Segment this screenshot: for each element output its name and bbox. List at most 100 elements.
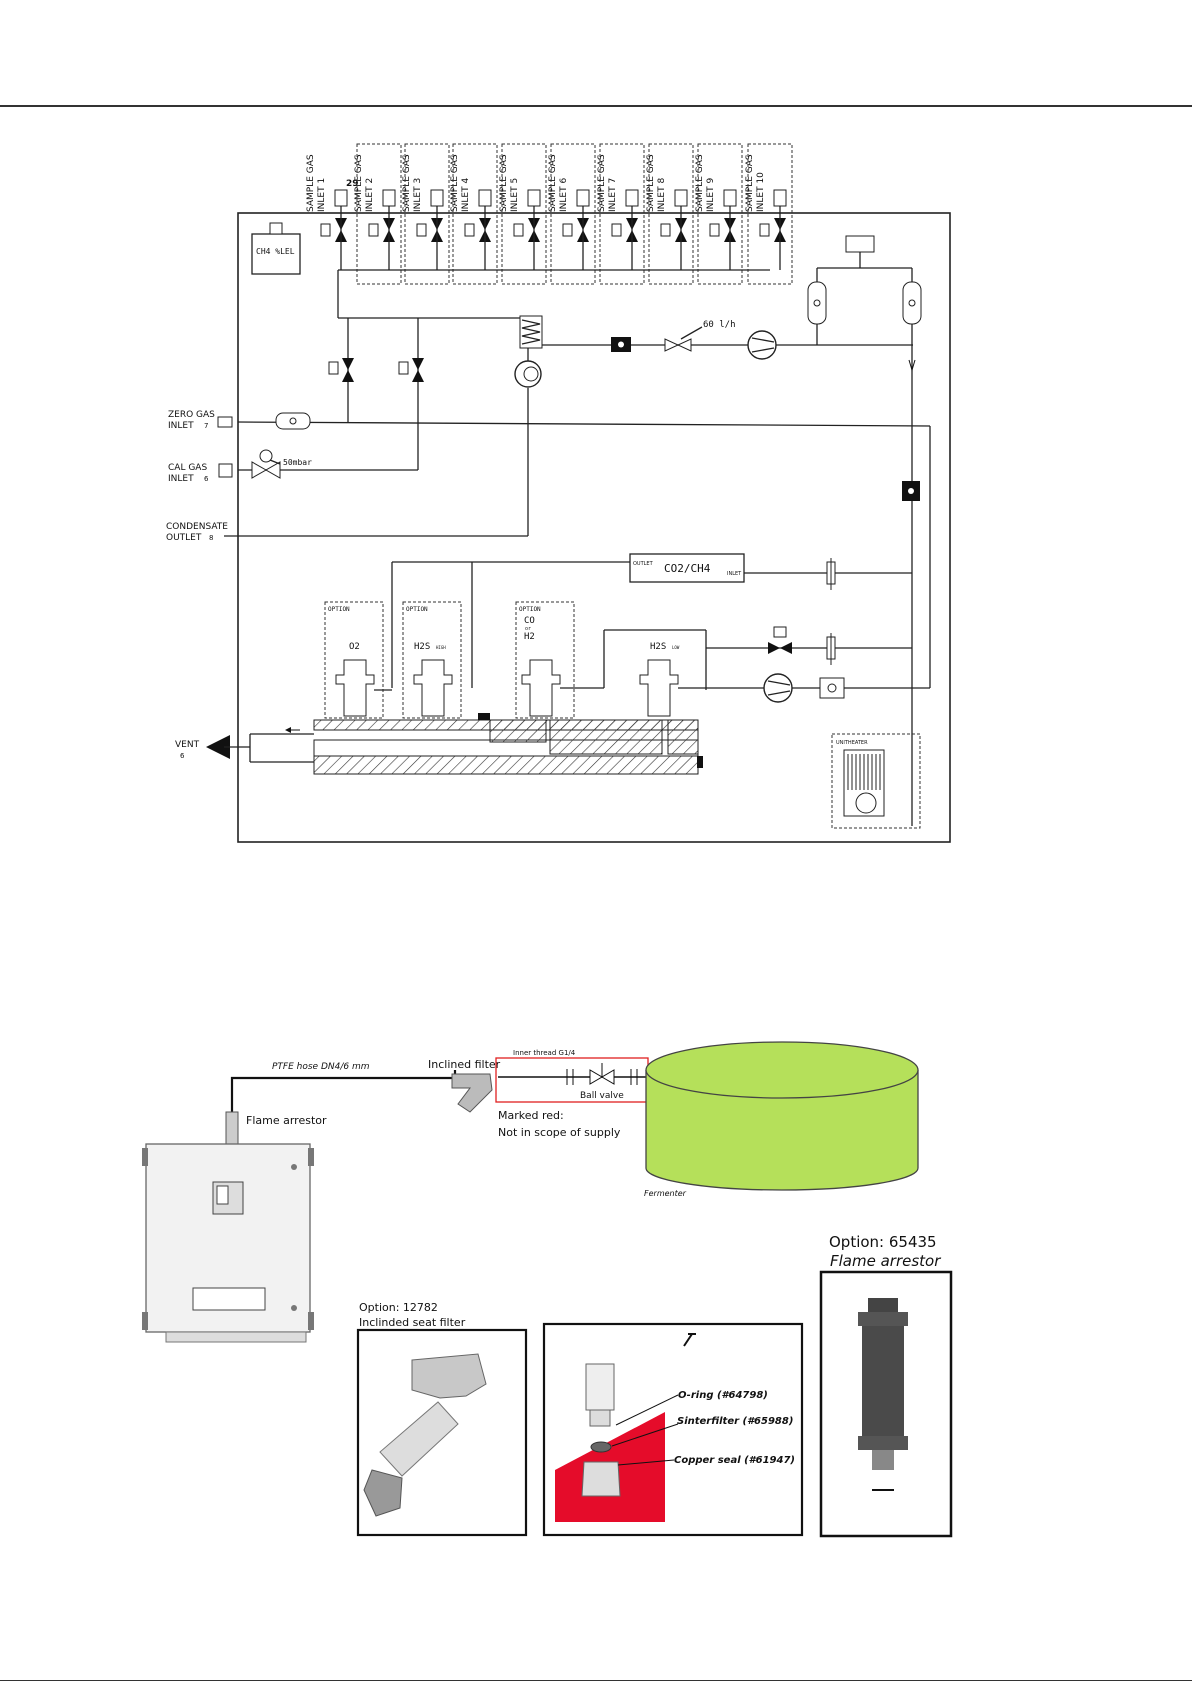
svg-text:LOW: LOW — [672, 645, 680, 650]
inlet-1-label-line-2: INLET 1 — [317, 178, 327, 212]
filter-right — [902, 281, 922, 325]
inlet-10-label-line-2: INLET 10 — [756, 172, 766, 212]
cabinet-window — [192, 1287, 266, 1311]
co2-ch4-analyzer — [629, 553, 745, 583]
solenoid-valve-cal — [398, 318, 424, 470]
inlet-6-label-line-2: INLET 6 — [559, 178, 569, 212]
option-arrestor-number: Option: 65435 — [829, 1233, 937, 1251]
svg-text:or: or — [525, 626, 531, 632]
condensate-pump — [514, 360, 542, 388]
gas-cooler — [519, 315, 543, 349]
copper-seal-label: Copper seal (#61947) — [674, 1455, 795, 1466]
inlet-2-label-line-1: SAMPLE GAS — [354, 154, 364, 212]
ptfe-hose — [230, 1070, 457, 1112]
inner-thread-label: Inner thread G1/4 — [513, 1049, 576, 1057]
fermenter — [645, 1041, 919, 1191]
cal-gas-label-2: INLET — [168, 474, 194, 484]
hose-label: PTFE hose DN4/6 mm — [272, 1062, 370, 1072]
inlet-3-label-line-2: INLET 3 — [413, 178, 423, 212]
sensor-h2s-low: H2S LOW — [639, 642, 706, 717]
inlet-5-label-line-1: SAMPLE GAS — [499, 154, 509, 212]
inlet-10-box — [747, 143, 793, 285]
flow-rate-label: 60 l/h — [703, 320, 736, 330]
zero-gas-number: 7 — [204, 422, 208, 430]
condensate-label-2: OUTLET — [166, 533, 202, 543]
inlet-8-label-line-2: INLET 8 — [657, 178, 667, 212]
sample-pump — [747, 330, 777, 360]
vent-number: 6 — [180, 752, 185, 760]
cal-gas-label-1: CAL GAS — [168, 463, 207, 473]
sensor-pump — [763, 673, 793, 703]
check-valve — [819, 677, 845, 699]
solenoid-valve-h2s — [768, 642, 792, 654]
not-in-scope-box — [495, 1057, 649, 1103]
inlet-10-label-line-1: SAMPLE GAS — [745, 154, 755, 212]
vent-label: VENT — [175, 740, 200, 750]
unit-heater-label: UNITHEATER — [836, 740, 868, 746]
needle-valve — [664, 338, 692, 352]
inlet-4-box — [452, 143, 498, 285]
header-rule — [0, 105, 1192, 107]
inlet-7-box — [599, 143, 645, 285]
footer-rule — [0, 1680, 1192, 1681]
inlet-7-label-line-1: SAMPLE GAS — [597, 154, 607, 212]
ch4-lel-label: CH4 %LEL — [256, 247, 295, 256]
sensor-h2s-high-label: H2S — [414, 642, 430, 652]
zero-gas-filter — [275, 412, 311, 430]
sensor-o2-label: O2 — [349, 642, 360, 652]
unit-heater — [831, 733, 921, 829]
condensate-number: 8 — [209, 534, 213, 542]
option-filter-name: Inclinded seat filter — [359, 1316, 466, 1329]
inlet-8-label-line-1: SAMPLE GAS — [646, 154, 656, 212]
marked-red-label: Marked red: — [498, 1109, 564, 1122]
inlet-9-box — [697, 143, 743, 285]
analyzer-outlet-label: OUTLET — [633, 561, 654, 567]
inlet-9-label-line-2: INLET 9 — [706, 178, 716, 212]
sensor-h2s-high: OPTION H2S HIGH — [402, 601, 462, 719]
svg-text:HIGH: HIGH — [436, 645, 446, 650]
sinterfilter-label: Sinterfilter (#65988) — [677, 1416, 793, 1427]
inclined-filter-part — [451, 1073, 493, 1113]
filter-left — [807, 281, 827, 325]
inlet-9-label-line-1: SAMPLE GAS — [695, 154, 705, 212]
inlet-1-label-line-1: SAMPLE GAS — [306, 154, 316, 212]
filter-body — [411, 1353, 487, 1399]
sensor-co-h2: OPTION CO or H2 — [515, 601, 604, 719]
installation-diagram: PTFE hose DN4/6 mm Flame arrestor Inclin… — [142, 1041, 953, 1538]
inclined-filter-label: Inclined filter — [428, 1058, 501, 1071]
svg-text:OPTION: OPTION — [519, 606, 541, 613]
analyzer-frame — [237, 212, 951, 843]
inlet-6-label-line-1: SAMPLE GAS — [548, 154, 558, 212]
filter-mesh — [379, 1401, 459, 1477]
inlet-2-box — [356, 143, 402, 285]
flame-arrestor-part — [868, 1298, 898, 1312]
inlet-8-box — [648, 143, 694, 285]
sensor-co-label: CO — [524, 616, 535, 626]
level-switch — [845, 235, 875, 253]
o-ring-label: O-ring (#64798) — [678, 1390, 768, 1401]
analyzer-inlet-label: INLET — [727, 571, 742, 577]
inlet-3-label-line-1: SAMPLE GAS — [402, 154, 412, 212]
inlet-6-box — [550, 143, 596, 285]
inlet-4-label-line-1: SAMPLE GAS — [450, 154, 460, 212]
flame-arrestor-small — [225, 1111, 239, 1147]
sensor-o2: OPTION O2 — [324, 601, 392, 719]
inlet1-port-number: 29 — [346, 179, 359, 189]
ch4-lel-sensor — [251, 233, 301, 275]
inlet-3-box — [404, 143, 450, 285]
pressure-label: 50mbar — [283, 458, 312, 467]
not-in-scope-label: Not in scope of supply — [498, 1126, 621, 1139]
inlet-2-label-line-2: INLET 2 — [365, 178, 375, 212]
inlet-units — [320, 143, 793, 285]
sensor-h2-label: H2 — [524, 632, 535, 642]
ball-valve-label: Ball valve — [580, 1091, 624, 1101]
svg-text:OPTION: OPTION — [328, 606, 350, 613]
inlet-5-label-line-2: INLET 5 — [510, 178, 520, 212]
cal-gas-number: 6 — [204, 475, 209, 483]
condensate-label-1: CONDENSATE — [166, 522, 228, 532]
zero-gas-line — [237, 421, 931, 427]
inlet-5-box — [501, 143, 547, 285]
